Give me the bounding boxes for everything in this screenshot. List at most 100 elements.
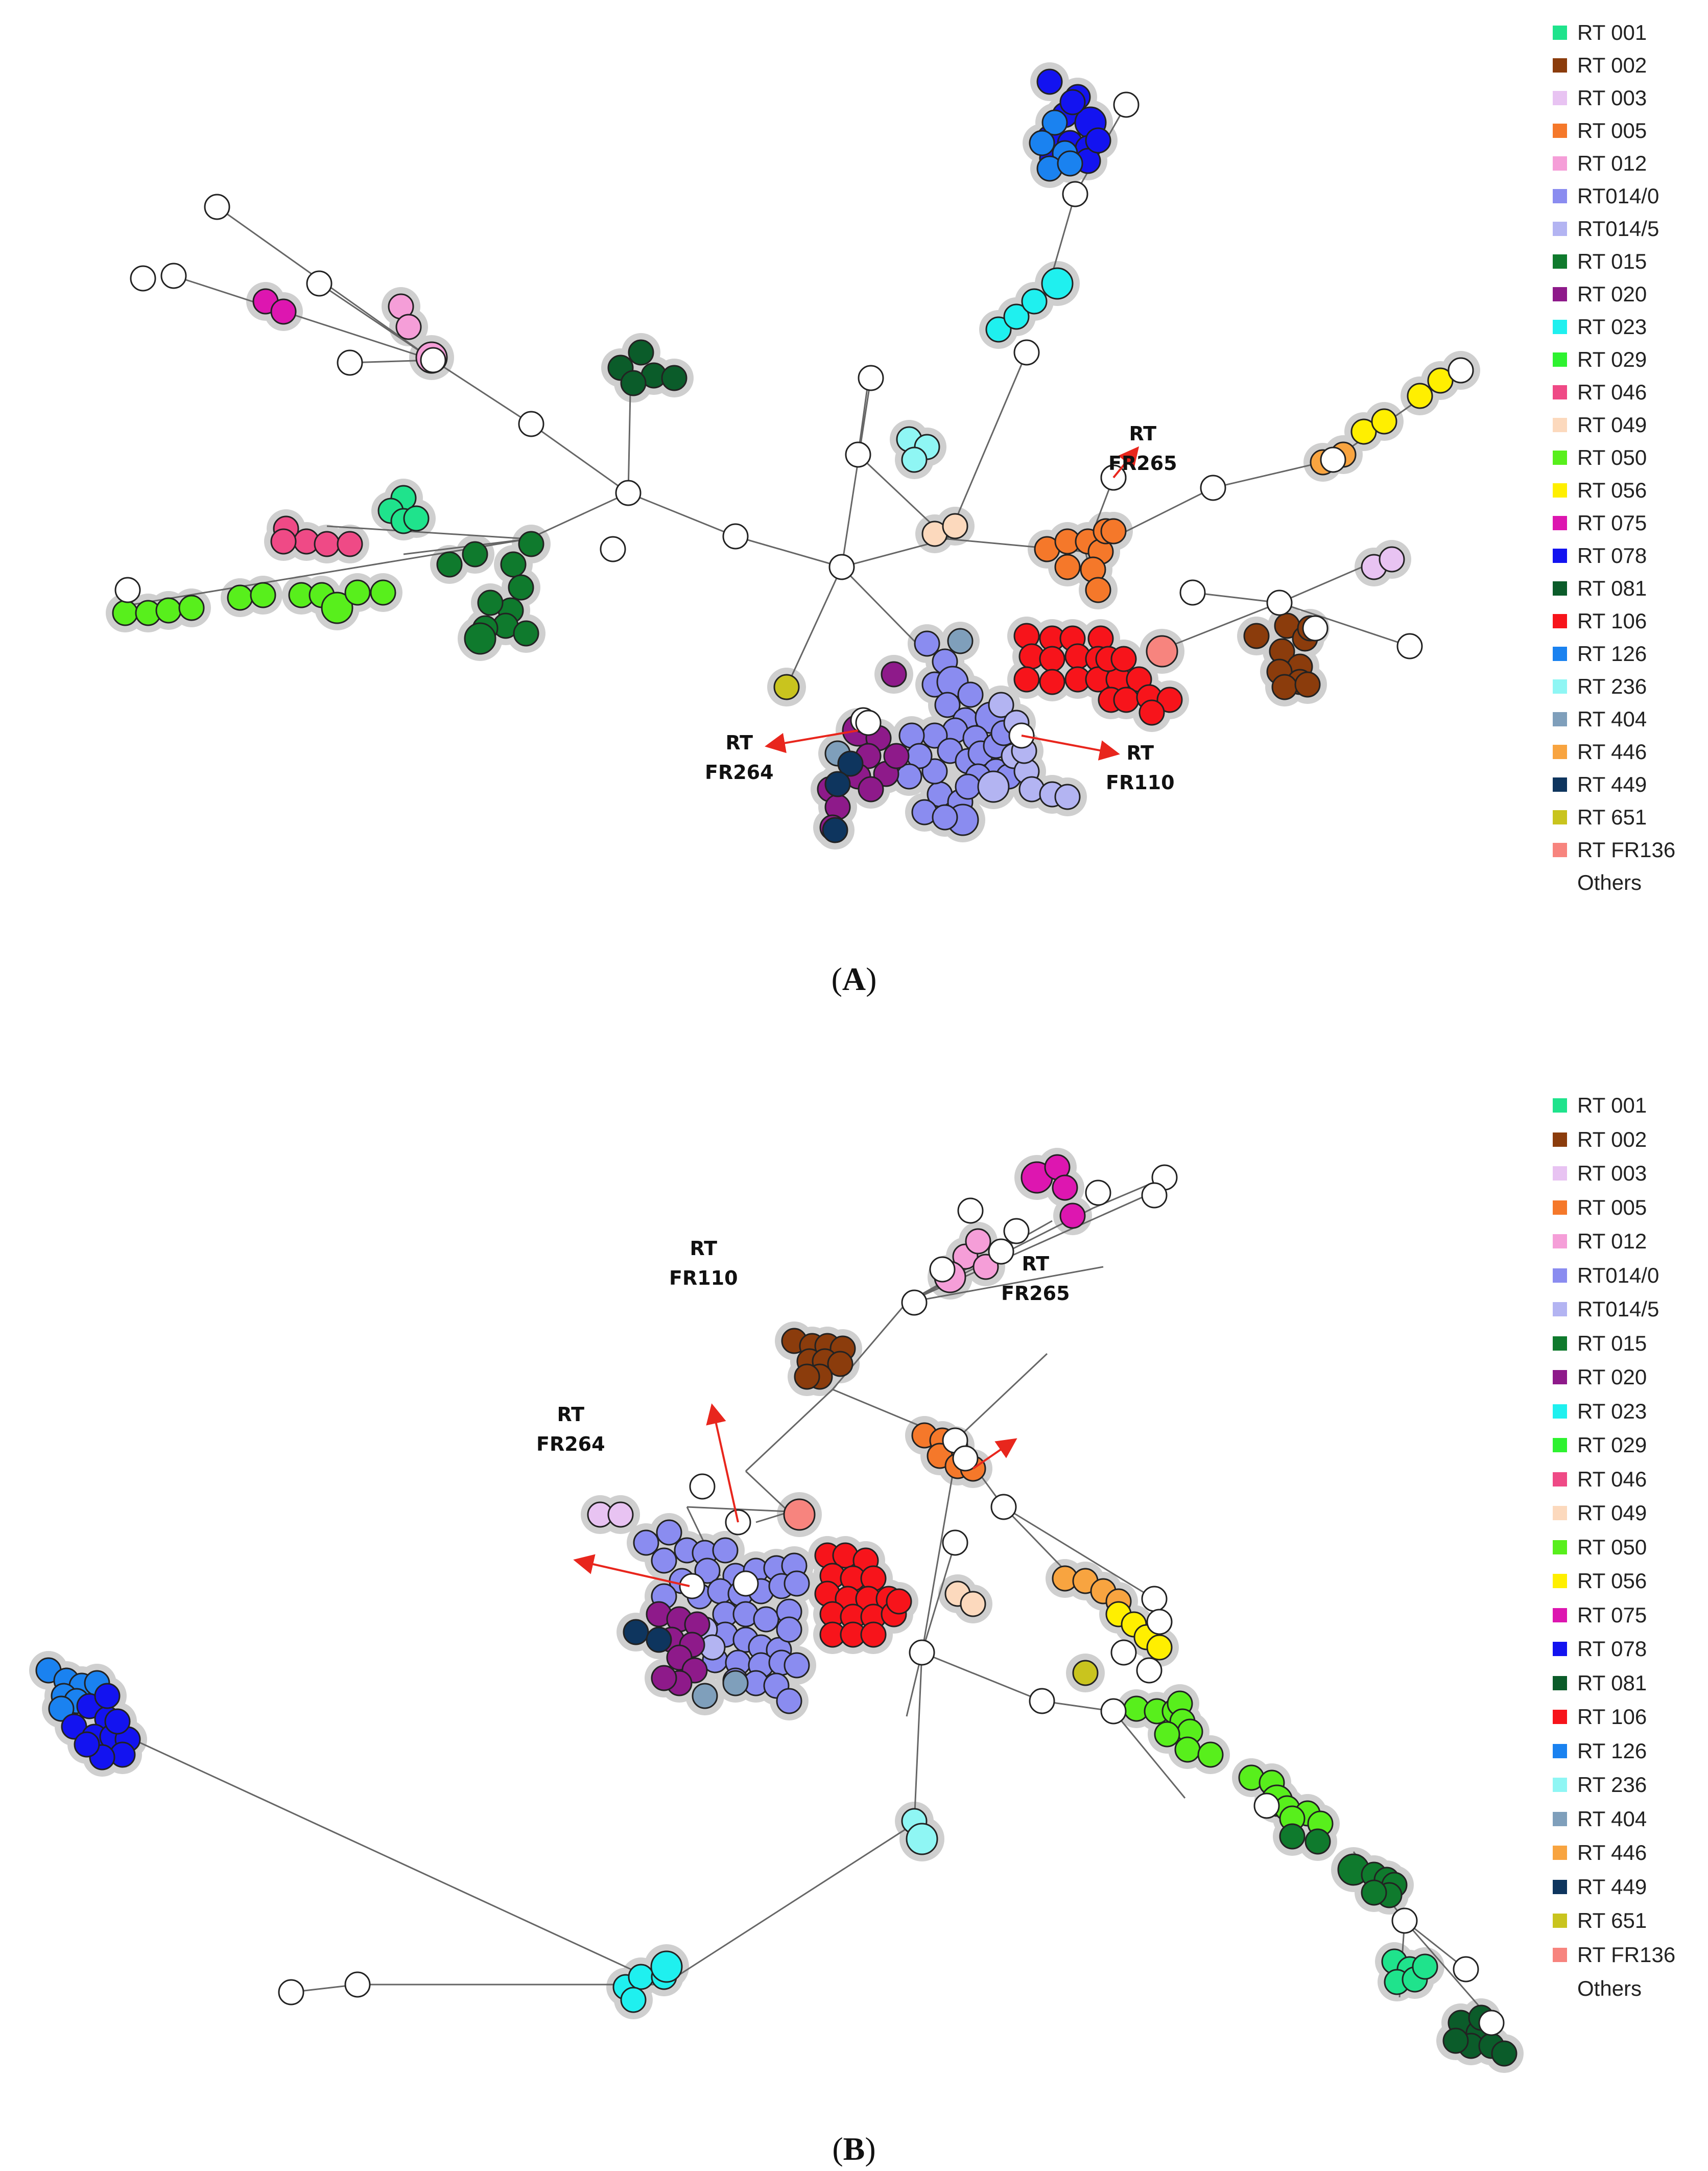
arrow	[1112, 446, 1140, 479]
node	[689, 1473, 716, 1500]
node	[1059, 1202, 1086, 1229]
edge	[745, 1470, 790, 1513]
legend-label: RT 012	[1577, 1229, 1647, 1253]
node	[1059, 89, 1086, 115]
legend-item: RT 001	[1553, 20, 1647, 45]
legend-swatch	[1553, 843, 1567, 857]
node	[344, 579, 371, 606]
node	[1041, 109, 1068, 136]
legend-item: RT 002	[1553, 53, 1647, 78]
node	[1029, 1688, 1055, 1714]
node	[784, 1652, 810, 1679]
legend-label: RT014/0	[1577, 1263, 1659, 1287]
edge	[906, 1266, 1104, 1304]
node	[518, 531, 544, 557]
node	[607, 1501, 634, 1528]
legend-swatch	[1553, 1370, 1567, 1384]
legend-swatch	[1553, 1676, 1567, 1690]
legend-label: RT 003	[1577, 1161, 1647, 1185]
legend-swatch	[1553, 1947, 1567, 1962]
legend-label: RT 020	[1577, 1365, 1647, 1389]
node	[929, 1256, 956, 1283]
legend-swatch	[1553, 189, 1567, 203]
legend-label: RT 404	[1577, 1806, 1647, 1831]
legend-swatch	[1553, 745, 1567, 759]
node	[1072, 1660, 1099, 1686]
node	[692, 1683, 718, 1709]
legend-label: RT FR136	[1577, 1942, 1676, 1967]
legend-item: RT 002	[1553, 1127, 1647, 1152]
legend-swatch	[1553, 1608, 1567, 1622]
node	[623, 1619, 649, 1645]
legend-swatch	[1553, 1098, 1567, 1113]
node	[270, 528, 297, 555]
legend-swatch	[1553, 516, 1567, 530]
legend-label: RT 005	[1577, 119, 1647, 143]
node	[178, 595, 205, 621]
node	[620, 1987, 647, 2013]
edge	[663, 1823, 915, 1986]
legend-swatch	[1553, 1404, 1567, 1419]
node	[901, 446, 928, 473]
legend-label: RT 001	[1577, 20, 1647, 44]
legend-item: RT 056	[1553, 478, 1647, 503]
legend-label: RT014/5	[1577, 1297, 1659, 1321]
node	[464, 622, 496, 655]
edges	[127, 104, 1461, 688]
node	[881, 661, 907, 688]
legend-swatch	[1553, 287, 1567, 301]
node	[1013, 339, 1040, 366]
node	[61, 1713, 87, 1740]
arrow	[706, 1403, 739, 1523]
legend-item: RT 106	[1553, 609, 1647, 633]
legend-swatch	[1553, 1506, 1567, 1520]
edge	[954, 1353, 1048, 1442]
node	[1054, 554, 1081, 580]
legend-label: RT014/0	[1577, 184, 1659, 208]
arrow	[1021, 735, 1120, 761]
legend-label: RT 446	[1577, 1840, 1647, 1865]
node	[988, 692, 1014, 718]
node	[985, 316, 1012, 343]
node	[337, 531, 363, 557]
node	[965, 1228, 991, 1255]
legend-swatch	[1553, 1472, 1567, 1486]
node	[886, 1588, 912, 1615]
legend-label: RT 651	[1577, 1908, 1647, 1932]
arrows	[573, 1403, 1017, 1587]
node	[1200, 475, 1226, 501]
node	[620, 370, 647, 396]
legend-swatch	[1553, 1166, 1567, 1181]
node	[858, 776, 884, 803]
node	[942, 1529, 968, 1556]
edge	[132, 1738, 665, 1986]
node	[155, 597, 182, 624]
legend-item: RT FR136	[1553, 1943, 1675, 1967]
node	[250, 582, 276, 608]
node	[1039, 669, 1065, 695]
node	[1154, 1721, 1180, 1748]
legend-label: RT 106	[1577, 609, 1647, 633]
node	[1003, 1218, 1030, 1244]
node	[1013, 666, 1040, 693]
legend-item: RT 050	[1553, 1535, 1647, 1560]
node	[1085, 1179, 1111, 1206]
edge	[921, 1651, 1042, 1702]
legend-label: RT014/5	[1577, 217, 1659, 241]
legend-label: RT FR136	[1577, 838, 1676, 862]
nodes	[35, 1154, 1517, 2067]
legend-item: Others	[1553, 870, 1642, 895]
legend-label: RT 081	[1577, 576, 1647, 600]
node	[403, 505, 430, 532]
node	[1179, 579, 1206, 606]
node	[1304, 1828, 1331, 1855]
node	[1110, 646, 1137, 672]
node	[628, 339, 654, 366]
legend-label: RT 015	[1577, 249, 1647, 273]
legend-swatch	[1553, 679, 1567, 694]
legend-label: RT 404	[1577, 707, 1647, 731]
node	[901, 1289, 928, 1316]
edge	[1404, 1920, 1492, 2021]
